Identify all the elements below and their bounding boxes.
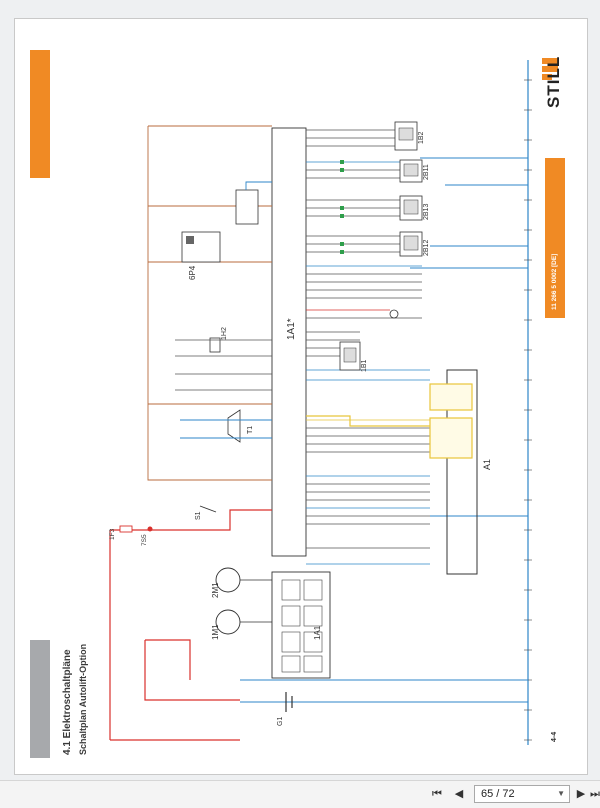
power-module-1a1 [271,571,331,679]
svg-text:2B13: 2B13 [423,204,430,220]
power-wires [109,509,272,741]
svg-text:1M1: 1M1 [211,624,220,640]
svg-text:1F3: 1F3 [109,528,116,540]
switch-s1: S1 [195,505,217,520]
svg-text:6P4: 6P4 [188,265,197,280]
svg-text:S1: S1 [195,511,202,520]
display-6p4: 6P4 [181,231,221,280]
bus-feed-wires [240,157,528,703]
svg-text:1A1: 1A1 [313,625,322,640]
viewer-toolbar: ⏮ ◀ 65 / 72 ▼ ▶ ⏭ [0,780,600,808]
svg-text:2B12: 2B12 [423,240,430,256]
document-code: 11 266 5 0002 [DE] [551,253,558,310]
section-band [30,50,50,178]
motor-1m1: 1M1 [211,609,241,640]
module-a1: A1 [429,369,492,575]
page-reference: 4-4 [551,731,558,742]
lamp-icon [389,309,399,319]
document-code-band [545,158,565,318]
section-number-band [30,640,50,758]
wiring-schematic: 1A1* [109,60,532,745]
lamp-1h2: 1H2 [209,327,228,353]
svg-text:1B1: 1B1 [361,359,368,372]
svg-text:7S5: 7S5 [141,534,148,546]
sensor-1b2: 1B2 [394,121,425,151]
svg-text:A1: A1 [482,459,492,470]
battery-g1: G1 [277,692,293,726]
chevron-down-icon: ▼ [557,789,565,798]
sensor-1b1: 1B1 [339,341,368,372]
svg-text:1H2: 1H2 [221,327,228,340]
signal-wires [306,129,430,565]
can-connector [235,189,259,225]
sensor-2b11: 2B11 [399,159,430,183]
brand-logo-text: STILL [544,55,563,108]
page-selector[interactable]: 65 / 72 ▼ [474,785,570,803]
page-indicator: 65 / 72 [481,788,515,800]
svg-text:T1: T1 [247,426,254,434]
sensor-2b12: 2B12 [399,231,430,257]
next-page-icon[interactable]: ▶ [576,788,586,800]
horn-t1: T1 [227,409,254,443]
terminal-ticks [524,79,532,741]
label-1a1-star: 1A1* [286,318,297,340]
last-page-icon[interactable]: ⏭ [590,788,600,800]
green-markers [340,160,344,254]
brand-logo-icon [542,58,558,80]
svg-text:2B11: 2B11 [423,164,430,180]
controller-1a1-star [271,127,307,557]
svg-text:2M1: 2M1 [211,582,220,598]
motor-2m1: 2M1 [211,567,241,598]
sensor-2b13: 2B13 [399,195,430,221]
fuse-1f3: 1F3 [109,525,133,540]
svg-text:G1: G1 [277,717,284,726]
svg-text:1B2: 1B2 [418,131,425,144]
first-page-icon[interactable]: ⏮ [432,788,442,800]
switch-7s5: 7S5 [141,526,153,546]
prev-page-icon[interactable]: ◀ [454,788,464,800]
